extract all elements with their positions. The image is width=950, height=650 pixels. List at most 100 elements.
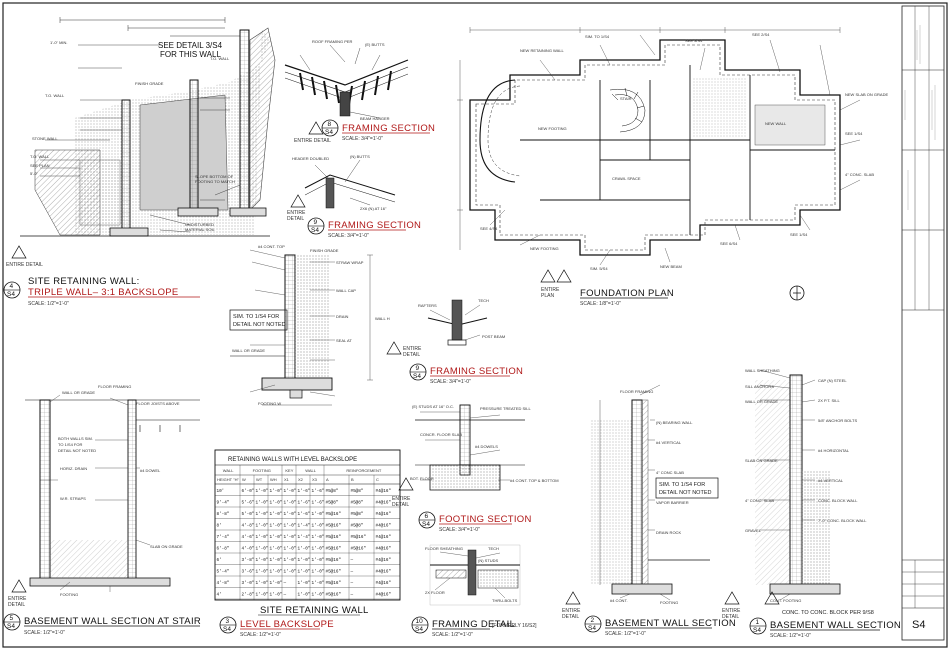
table-cell: 1'-0" [270, 558, 283, 563]
table-cell: 1'-0" [256, 558, 269, 563]
detail-number: 8 [328, 121, 332, 128]
svg-text:SEE 1/S4: SEE 1/S4 [845, 131, 863, 136]
svg-text:PRESSURE TREATED SILL: PRESSURE TREATED SILL [480, 406, 532, 411]
table-cell: 1'-6" [312, 489, 325, 494]
table-cell: #5@8" [351, 524, 364, 529]
table-cell: #4@16" [376, 558, 391, 563]
svg-text:(N) BEARING WALL: (N) BEARING WALL [656, 420, 693, 425]
table-group-header: FOOTING [253, 468, 271, 473]
svg-text:PLAN: PLAN [541, 293, 554, 299]
detail-scale: SCALE: 1/2"=1'-0" [770, 633, 811, 639]
table-cell: 1'-0" [256, 512, 269, 517]
table-cell: 1'-0" [284, 547, 297, 552]
table-cell: 1'-6" [298, 501, 311, 506]
svg-text:NEW FOOTING: NEW FOOTING [538, 126, 567, 131]
table-cell: #4@16" [376, 501, 391, 506]
svg-text:WALL OR GRADE: WALL OR GRADE [745, 399, 778, 404]
detail-title: LEVEL BACKSLOPE [240, 619, 334, 630]
table-cell: #4@16" [376, 489, 391, 494]
table-cell: 1'-6" [312, 501, 325, 506]
table-cell: 10' [217, 489, 225, 494]
table-cell: 1'-0" [312, 581, 325, 586]
table-cell: 4'-8" [242, 524, 255, 529]
for-this-wall-note: FOR THIS WALL [160, 50, 221, 59]
table-cell: 1'-0" [256, 524, 269, 529]
see-detail-note: SEE DETAIL 3/S4 [158, 41, 223, 50]
retaining-wall-table: RETAINING WALLS WITH LEVEL BACKSLOPE WAL… [214, 449, 401, 601]
detail-sheet: S4 [223, 626, 231, 633]
table-cell: 4'-6" [242, 535, 255, 540]
svg-text:CAP (N) STEEL: CAP (N) STEEL [818, 378, 847, 383]
conc-note: CONC. TO CONC. BLOCK PER 9/S8 [782, 610, 874, 616]
svg-text:WALL OR GRADE: WALL OR GRADE [62, 390, 95, 395]
table-cell: 1'-0" [312, 593, 325, 598]
table-column-header: B [351, 477, 354, 482]
svg-text:NEW FOOTING: NEW FOOTING [530, 246, 559, 251]
detail-title: FRAMING SECTION [328, 220, 421, 231]
detail-title: FRAMING SECTION [342, 123, 435, 134]
svg-text:FLOOR SHEATHING: FLOOR SHEATHING [425, 546, 463, 551]
table-cell: 1'-4" [298, 535, 311, 540]
table-column-header: C [376, 477, 379, 482]
detail-title: BASEMENT WALL SECTION [605, 618, 736, 629]
callout-entire-detail: ENTIRE DETAIL [6, 262, 43, 268]
note-line: DETAIL NOT NOTED [233, 322, 285, 328]
svg-text:SEE 3/S4: SEE 3/S4 [685, 38, 703, 43]
detail-number: 10 [416, 618, 424, 625]
table-column-header: W [242, 477, 246, 482]
table-column-header: X1 [284, 477, 290, 482]
table-cell: 1'-0" [284, 489, 297, 494]
table-cell: #4@16" [376, 570, 391, 575]
svg-text:SEE 1/S4: SEE 1/S4 [790, 232, 808, 237]
svg-text:DETAIL: DETAIL [562, 614, 579, 620]
table-cell: #5@16" [326, 558, 341, 563]
table-cell: #4@16" [376, 535, 391, 540]
note-line: SIM. TO 1/S4 FOR [233, 314, 279, 320]
svg-text:2X P.T. SILL: 2X P.T. SILL [818, 398, 840, 403]
svg-text:SIM. 5/S4: SIM. 5/S4 [590, 266, 608, 271]
svg-text:(E) BUTTS: (E) BUTTS [365, 42, 385, 47]
table-cell: 5'-4" [217, 570, 230, 575]
table-cell: 8' [217, 524, 222, 529]
detail-scale: SCALE: 1/2"=1'-0" [605, 631, 646, 637]
detail-sheet: S4 [415, 626, 423, 633]
detail-level-backslope-title: SITE RETAINING WALL 3 S4 LEVEL BACKSLOPE… [219, 605, 368, 638]
svg-text:T.O. WALL: T.O. WALL [45, 93, 65, 98]
detail-foundation-plan: NEW RETAINING WALL SIM. TO 1/S4 SEE 3/S4… [457, 27, 888, 307]
svg-text:BEAM HANGER: BEAM HANGER [360, 116, 390, 121]
svg-text:ENTIRE: ENTIRE [8, 596, 27, 602]
svg-text:NEW BEAM: NEW BEAM [660, 264, 682, 269]
table-cell: 5'-6" [242, 501, 255, 506]
table-cell: 1'-6" [298, 512, 311, 517]
table-column-header: A [326, 477, 329, 482]
svg-text:DETAIL: DETAIL [403, 352, 420, 358]
svg-text:5'-0": 5'-0" [30, 171, 39, 176]
table-cell: 1'-0" [270, 535, 283, 540]
detail-scale: SCALE: 1/2"=1'-0" [240, 632, 281, 638]
table-cell: 1'-0" [298, 581, 311, 586]
table-cell: #5@16" [351, 535, 366, 540]
table-cell: #4@16" [376, 581, 391, 586]
svg-text:DETAIL: DETAIL [287, 216, 304, 222]
table-cell: — [283, 593, 287, 598]
svg-text:SLAB ON GRADE: SLAB ON GRADE [150, 544, 183, 549]
svg-text:(N) STUDS: (N) STUDS [478, 558, 499, 563]
table-cell: 6'-8" [217, 547, 230, 552]
table-column-header: X2 [298, 477, 304, 482]
table-cell: #5@8" [326, 489, 339, 494]
table-cell: #4@16" [376, 593, 391, 598]
svg-text:VAPOR BARRIER: VAPOR BARRIER [656, 500, 689, 505]
table-cell: #5@16" [326, 581, 341, 586]
svg-text:CONC. BLOCK WALL: CONC. BLOCK WALL [818, 498, 858, 503]
svg-text:DRAIN: DRAIN [336, 314, 349, 319]
table-cell: 1'-0" [312, 547, 325, 552]
table-cell: 6' [217, 558, 222, 563]
table-cell: #5@16" [326, 547, 341, 552]
detail-number: 1 [756, 619, 760, 626]
table-cell: #5@16" [326, 524, 341, 529]
detail-title: FRAMING SECTION [430, 366, 523, 377]
title-block: S4 [901, 5, 945, 641]
table-cell: 1'-0" [270, 581, 283, 586]
svg-text:1'-0" MIN.: 1'-0" MIN. [50, 40, 68, 45]
